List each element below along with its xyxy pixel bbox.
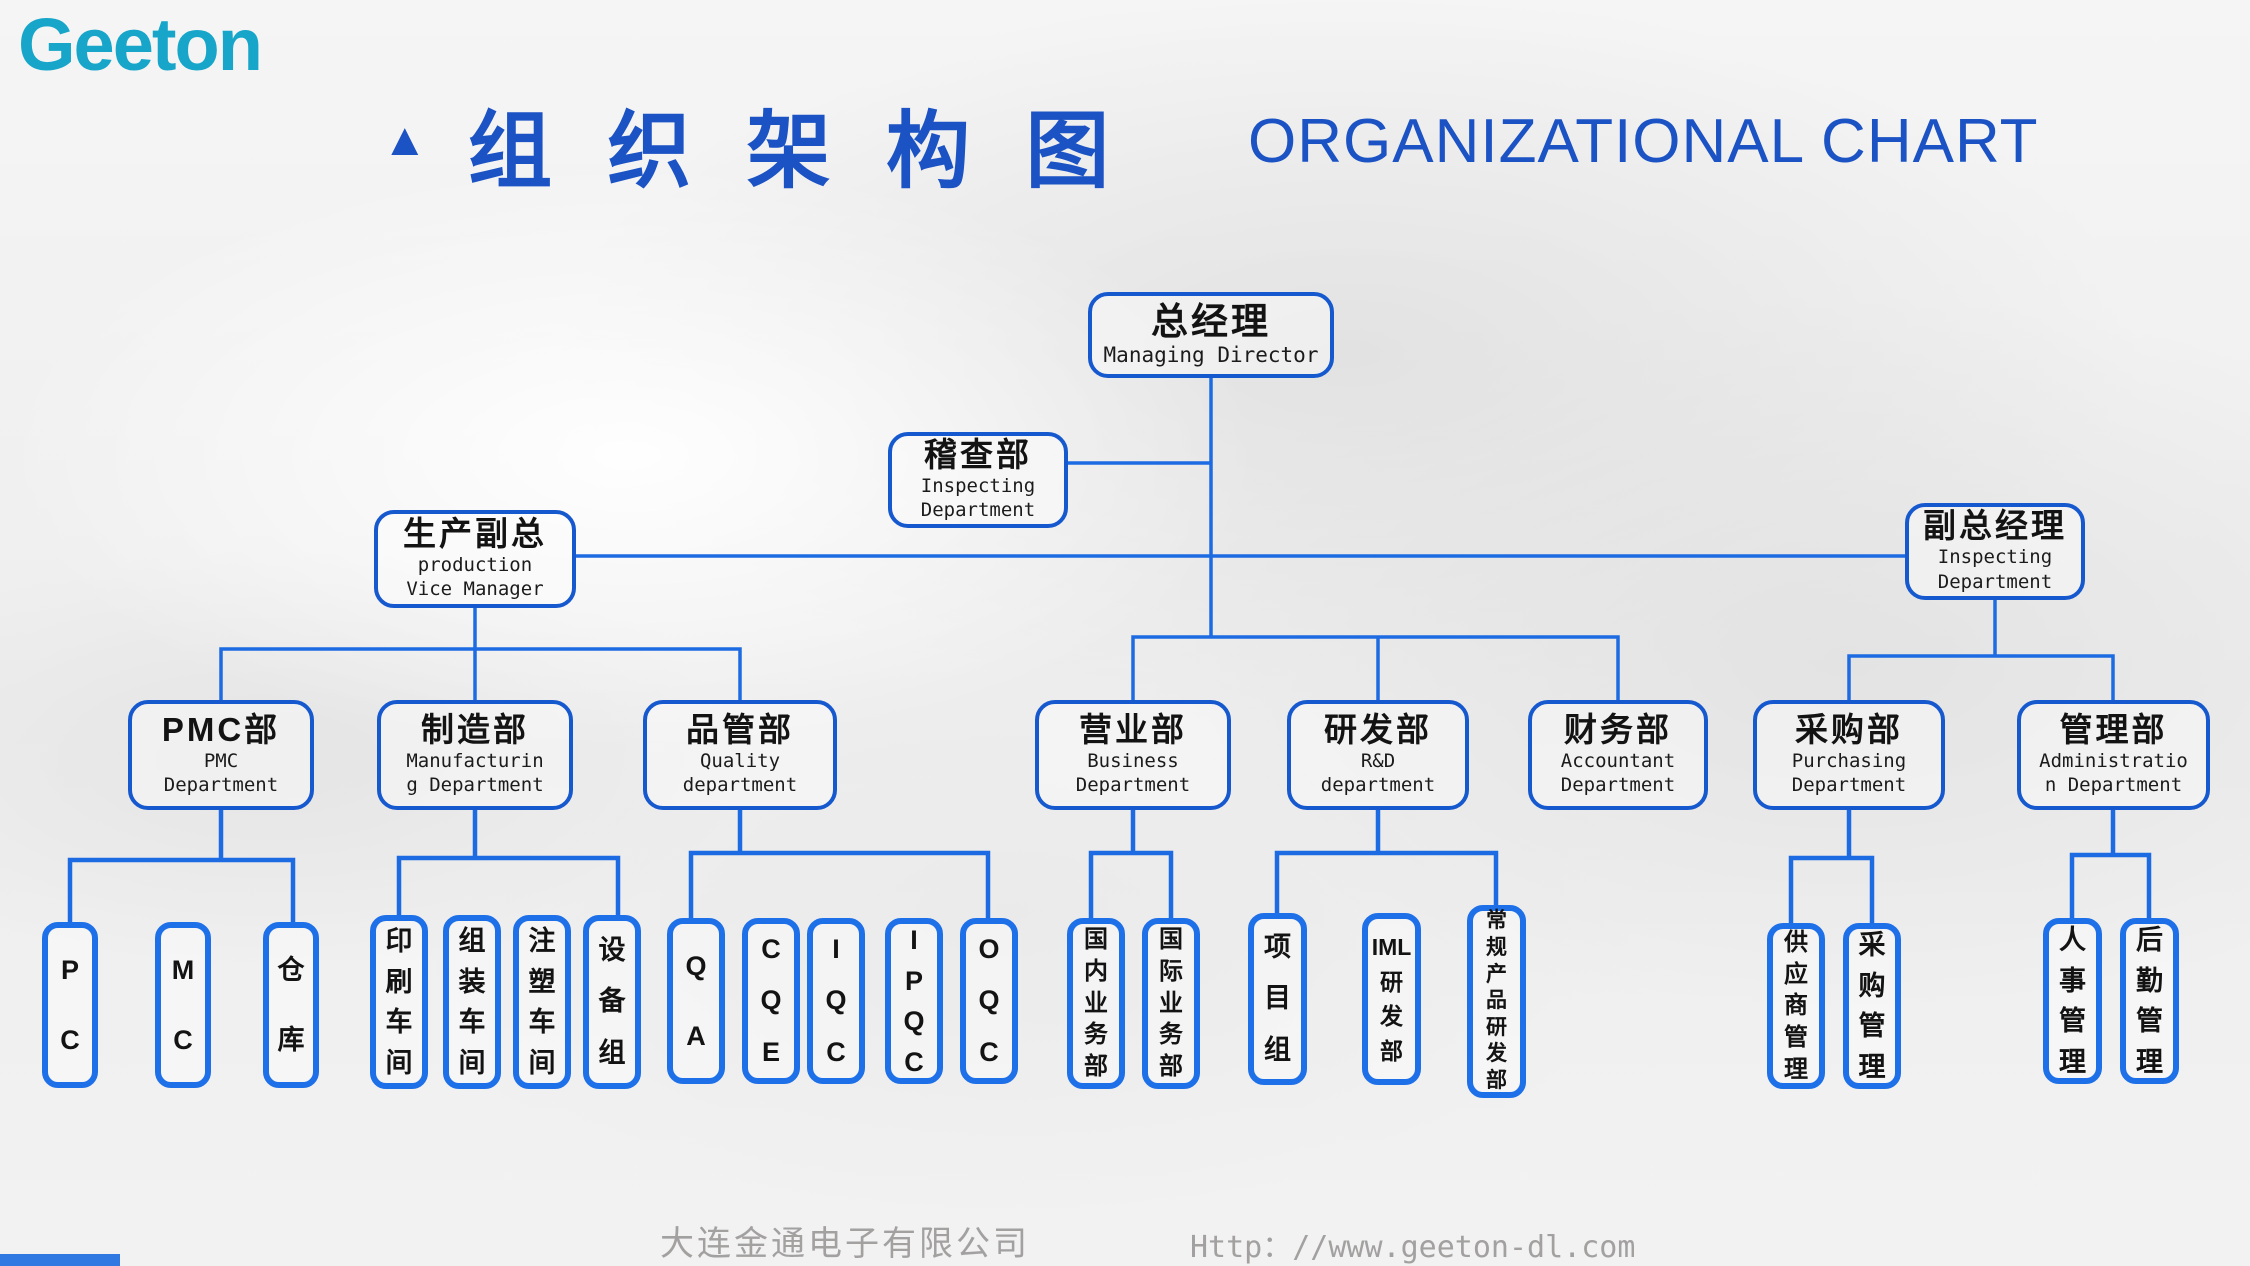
connector-admin-teams (2069, 808, 2152, 918)
connector-pmc-teams (67, 808, 296, 922)
title-triangle-icon: ▲ (382, 113, 428, 165)
org-node-supplier-management: 供 应 商 管 理 (1767, 923, 1825, 1089)
node-subtitle-en: Administratio n Department (2039, 749, 2188, 797)
footer-website-url: Http：//www.geeton-dl.com (1190, 1230, 1636, 1265)
node-subtitle-en: Purchasing Department (1791, 749, 1907, 797)
org-node-purchasing-management: 采 购 管 理 (1843, 923, 1901, 1089)
node-title-zh: 总经理 (1151, 300, 1271, 342)
node-title-zh: 品管部 (686, 710, 794, 748)
org-node-manufacturing-department: 制造部 Manufacturin g Department (377, 700, 573, 810)
node-title-zh: 采购部 (1795, 710, 1903, 748)
node-subtitle-en: production Vice Manager (406, 553, 544, 601)
node-subtitle-en: PMC Department (163, 749, 279, 797)
node-subtitle-en: Inspecting Department (1937, 546, 2053, 593)
node-subtitle-en: Managing Director (1103, 343, 1319, 368)
org-node-logistics-management: 后 勤 管 理 (2120, 918, 2179, 1084)
org-node-accountant-department: 财务部 Accountant Department (1528, 700, 1708, 810)
page-title-en: ORGANIZATIONAL CHART (1248, 107, 2039, 176)
connector-vice-left-group (219, 608, 742, 700)
connector-vice-right-group (1847, 600, 2115, 700)
org-node-mc: M C (155, 922, 211, 1088)
node-subtitle-en: Accountant Department (1560, 749, 1676, 797)
connector-business-teams (1088, 808, 1174, 918)
org-node-pc: P C (42, 922, 98, 1088)
org-node-oqc: O Q C (960, 918, 1018, 1084)
org-node-administration-department: 管理部 Administratio n Department (2017, 700, 2210, 810)
node-title-zh: 研发部 (1324, 710, 1432, 748)
connector-center-group (1131, 635, 1620, 700)
node-title-zh: 财务部 (1564, 710, 1672, 748)
corner-accent-bar (0, 1254, 120, 1266)
org-node-international-business: 国 际 业 务 部 (1142, 918, 1200, 1089)
footer-company-name: 大连金通电子有限公司 (660, 1225, 1030, 1263)
org-node-injection-workshop: 注 塑 车 间 (513, 915, 571, 1089)
geeton-logo: Geeton (18, 3, 263, 86)
org-node-warehouse: 仓 库 (263, 922, 319, 1088)
org-node-regular-product-rd: 常 规 产 品 研 发 部 (1467, 905, 1526, 1098)
org-node-hr-management: 人 事 管 理 (2043, 918, 2102, 1084)
org-node-printing-workshop: 印 刷 车 间 (370, 915, 428, 1089)
org-node-project-group: 项 目 组 (1248, 913, 1307, 1085)
connector-rd-teams (1274, 808, 1499, 913)
org-node-qa: Q A (667, 918, 725, 1084)
node-subtitle-en: Manufacturin g Department (406, 749, 544, 797)
org-node-iml-rd: IML 研 发 部 (1362, 913, 1421, 1085)
org-node-cqe: C Q E (742, 918, 800, 1084)
org-node-rd-department: 研发部 R&D department (1287, 700, 1469, 810)
connector-mfg-teams (396, 808, 621, 915)
node-subtitle-en: Business Department (1075, 749, 1191, 797)
node-title-zh: 生产副总 (403, 514, 547, 552)
org-node-ipqc: I P Q C (885, 918, 943, 1084)
node-title-zh: 制造部 (421, 710, 529, 748)
node-title-zh: 稽查部 (924, 435, 1032, 473)
node-title-zh: PMC部 (161, 710, 281, 748)
org-node-purchasing-department: 采购部 Purchasing Department (1753, 700, 1945, 810)
org-node-business-department: 营业部 Business Department (1035, 700, 1231, 810)
org-node-assembly-workshop: 组 装 车 间 (443, 915, 501, 1089)
node-subtitle-en: R&D department (1320, 749, 1436, 797)
org-node-iqc: I Q C (807, 918, 865, 1084)
node-title-zh: 副总经理 (1923, 507, 2067, 545)
node-title-zh: 营业部 (1079, 710, 1187, 748)
org-node-managing-director: 总经理 Managing Director (1088, 292, 1334, 378)
org-node-production-vice-manager: 生产副总 production Vice Manager (374, 510, 576, 608)
org-node-equipment-group: 设 备 组 (583, 915, 641, 1089)
org-node-quality-department: 品管部 Quality department (643, 700, 837, 810)
org-node-vice-general-manager: 副总经理 Inspecting Department (1905, 503, 2085, 600)
org-node-inspecting-department: 稽查部 Inspecting Department (888, 432, 1068, 528)
org-node-pmc-department: PMC部 PMC Department (128, 700, 314, 810)
connector-purchasing-teams (1788, 808, 1875, 923)
node-title-zh: 管理部 (2059, 710, 2168, 748)
node-subtitle-en: Inspecting Department (920, 474, 1036, 522)
page-title-zh: 组 织 架 构 图 (468, 104, 1126, 198)
org-node-domestic-business: 国 内 业 务 部 (1067, 918, 1125, 1089)
node-subtitle-en: Quality department (682, 749, 798, 797)
connector-quality-teams (688, 808, 991, 918)
